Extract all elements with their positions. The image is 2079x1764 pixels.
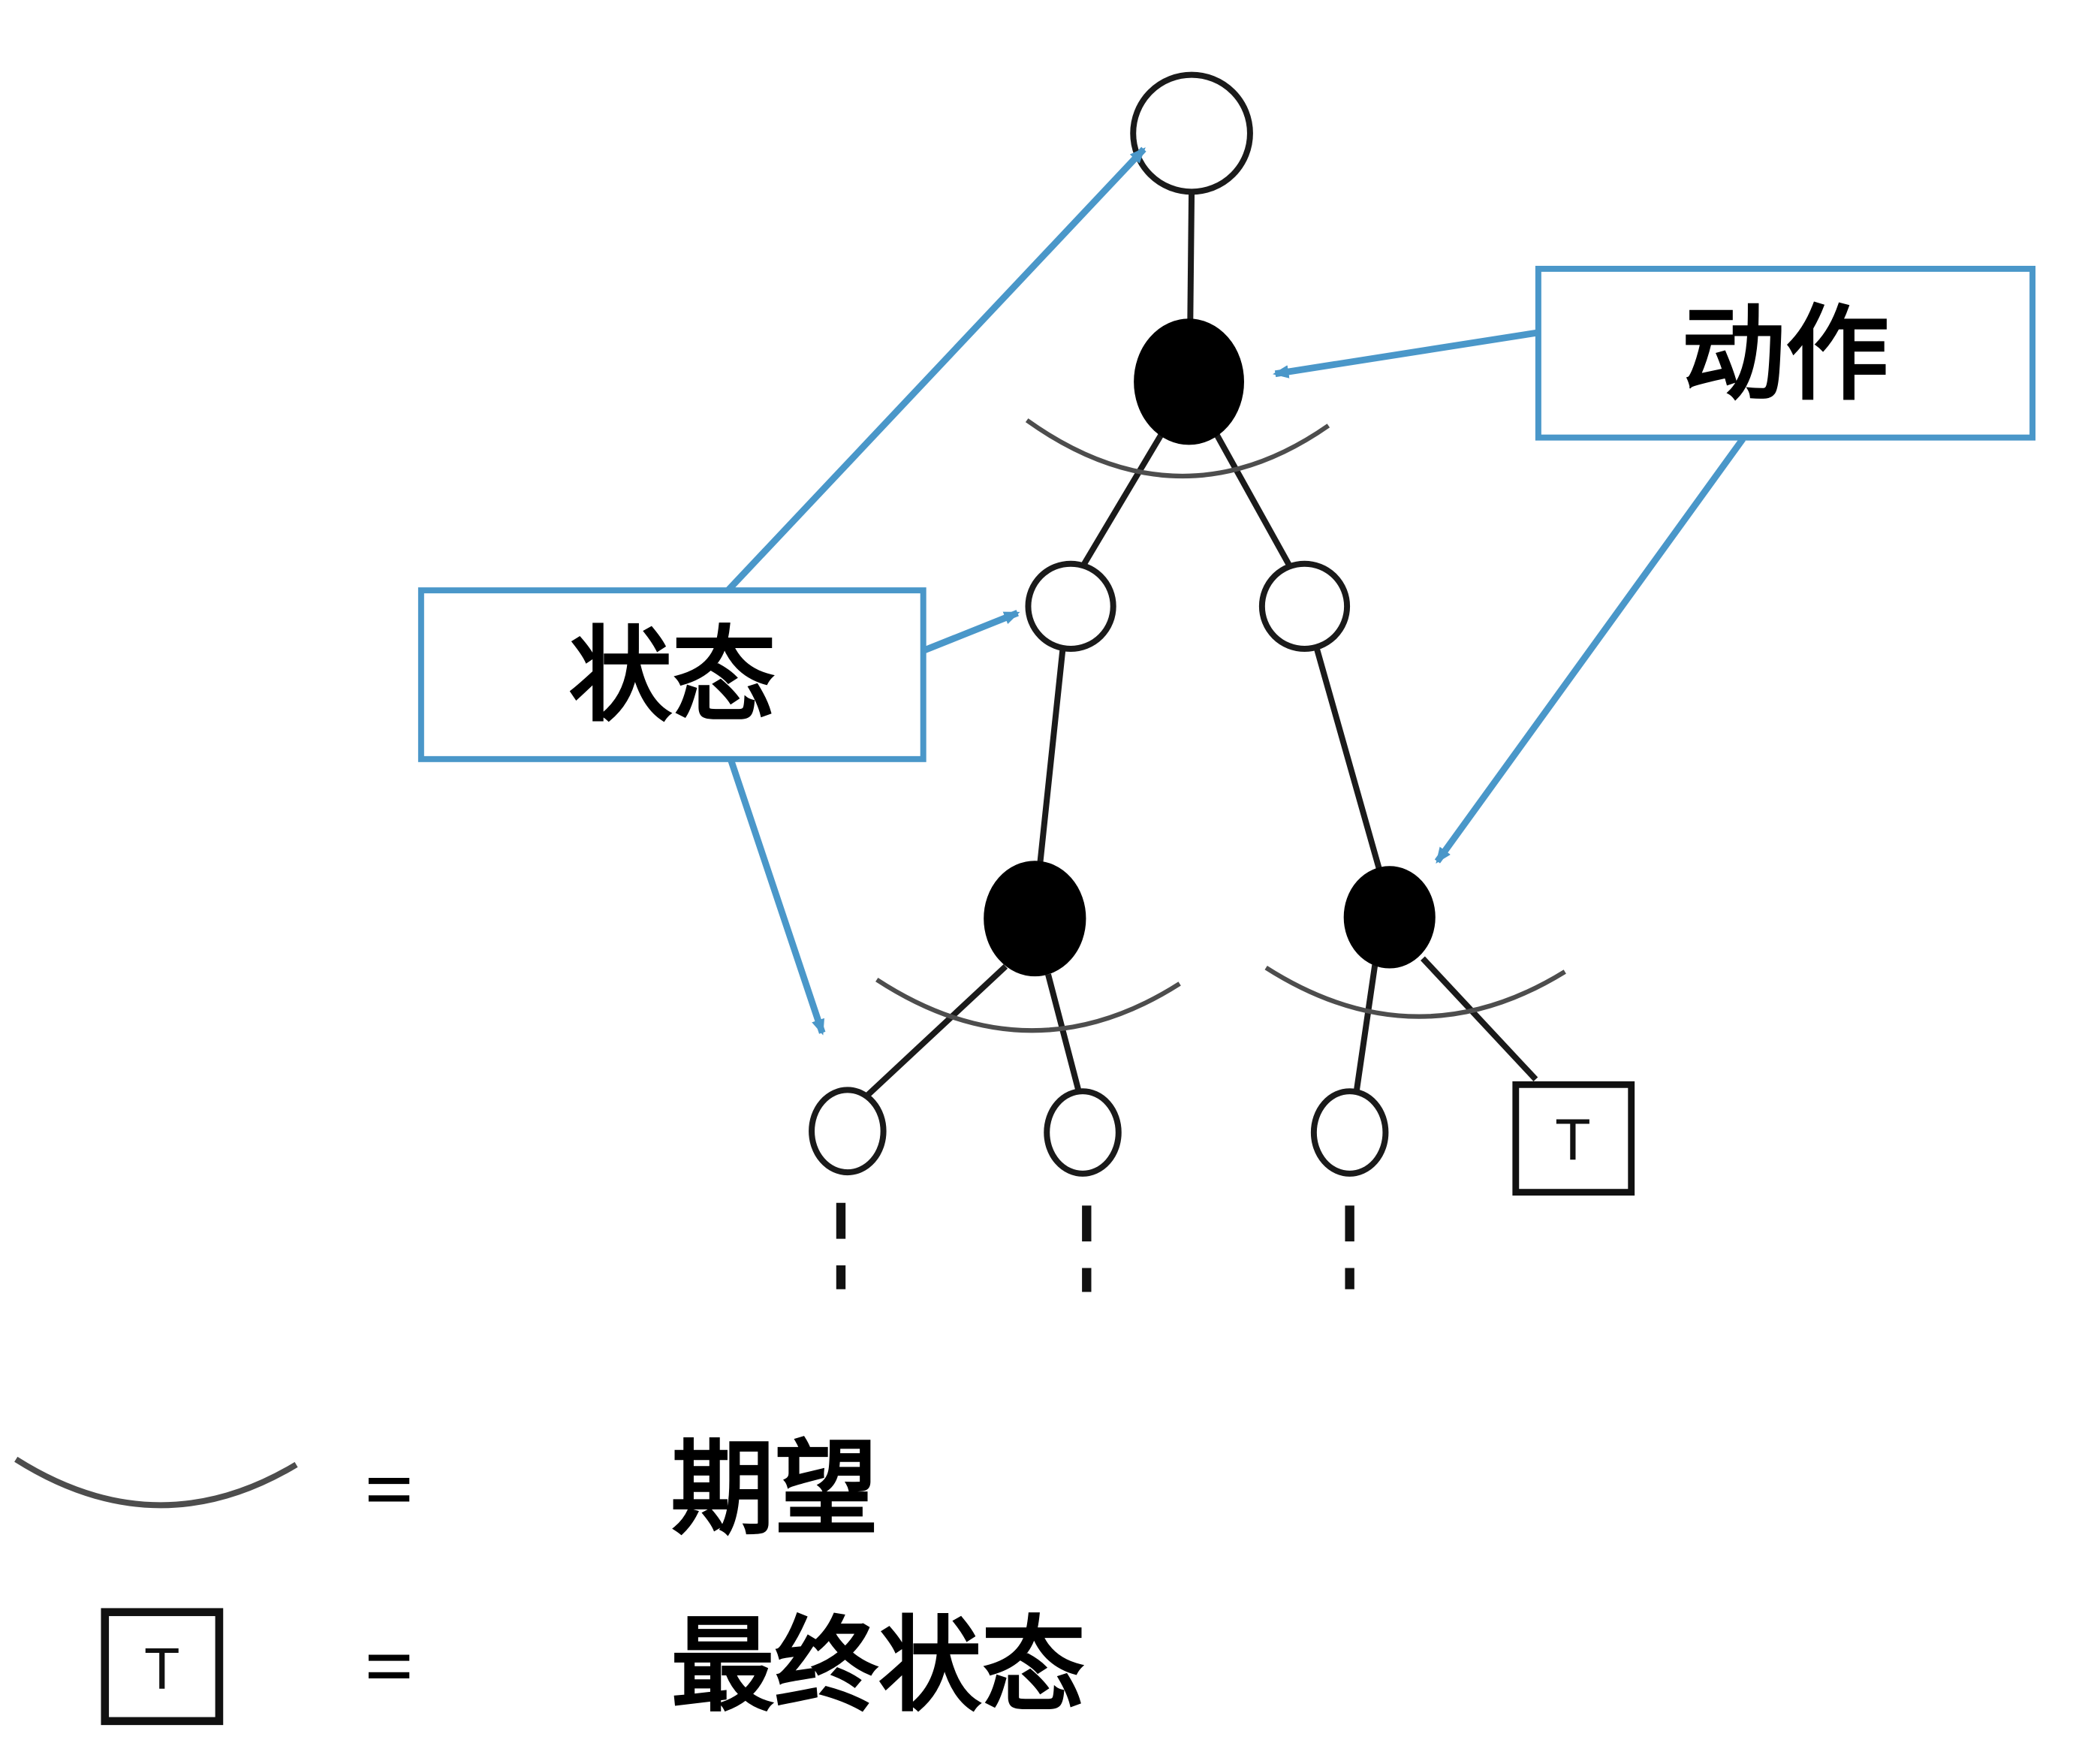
state-node-bottom-right (1310, 1088, 1389, 1177)
arrow-action-to-lower-action-node (1434, 436, 1746, 864)
tree-edge-s0-a0 (1187, 191, 1195, 321)
arrow-state-to-bottom-state-node (727, 758, 826, 1036)
tree-nodes: T (809, 71, 1635, 1196)
state-node-bottom-mid (1044, 1088, 1122, 1177)
callout-arrows (725, 146, 1746, 1036)
tree-edge-a0-s2 (1214, 433, 1293, 568)
action-callout: 动作 (1535, 265, 2036, 441)
legend-terminal-symbol: T (144, 1637, 180, 1702)
legend: = 期望 T = 最终状态 (14, 1432, 1086, 1726)
legend-row-expectation: = 期望 (14, 1432, 878, 1547)
legend-expectation-equals: = (364, 1441, 414, 1538)
arrow-state-to-mid-state-node (923, 610, 1020, 653)
arrow-action-to-top-action-node (1273, 329, 1539, 378)
action-node-top (1134, 318, 1244, 445)
expectation-arc-a1 (875, 977, 1181, 1033)
legend-terminal-square-icon (101, 1608, 224, 1726)
terminal-node: T (1512, 1081, 1635, 1196)
terminal-node-box (1512, 1081, 1635, 1196)
tree-edges (865, 191, 1538, 1098)
tree-edge-a1-s4 (1045, 973, 1082, 1093)
legend-row-terminal: T = 最终状态 (101, 1608, 1086, 1726)
expectation-arc-a2 (1264, 966, 1566, 1019)
legend-terminal-label: 最终状态 (671, 1609, 1086, 1724)
state-node-root (1130, 71, 1253, 195)
tree-edge-a1-s3 (865, 963, 1008, 1098)
state-node-bottom-left (809, 1087, 887, 1176)
tree-edge-a2-t1 (1421, 956, 1538, 1081)
tree-edge-a0-s1 (1080, 433, 1164, 568)
action-node-lower-right (1343, 866, 1436, 969)
terminal-node-label: T (1555, 1108, 1591, 1173)
state-node-mid-left (1025, 560, 1116, 652)
continuation-dashes (836, 1202, 1354, 1292)
legend-expectation-label: 期望 (671, 1432, 878, 1547)
tree-edge-s2-a2 (1313, 647, 1382, 870)
state-callout-box (417, 587, 927, 762)
legend-expectation-arc-icon (14, 1456, 298, 1509)
state-node-mid-right (1258, 560, 1351, 652)
tree-edge-s1-a1 (1037, 648, 1066, 864)
action-node-lower-left (984, 861, 1086, 977)
legend-terminal-equals: = (364, 1618, 414, 1715)
action-callout-box (1535, 265, 2036, 441)
action-callout-label: 动作 (1682, 297, 1889, 412)
state-callout-label: 状态 (568, 620, 776, 734)
expectation-arc-a0 (1025, 418, 1330, 479)
tree-edge-a2-s5 (1353, 964, 1378, 1093)
arrow-state-to-root-state-node (725, 146, 1146, 593)
state-callout: 状态 (417, 587, 927, 762)
expectation-arcs (875, 418, 1566, 1033)
